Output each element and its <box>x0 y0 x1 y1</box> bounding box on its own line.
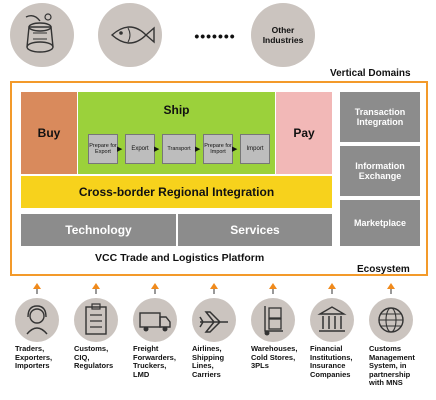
fish-industry-circle <box>98 3 162 67</box>
step-prepare-import: Prepare for Import <box>203 134 233 164</box>
ecosystem-icon-circle <box>133 298 177 342</box>
vertical-domains-title: Vertical Domains <box>330 68 411 79</box>
technology-box: Technology <box>21 214 176 246</box>
pay-box: Pay <box>276 92 332 174</box>
bank-icon <box>317 306 347 332</box>
truck-icon <box>139 312 171 332</box>
ecosystem-label: Airlines, Shipping Lines, Carriers <box>192 344 225 379</box>
ship-label: Ship <box>163 103 190 117</box>
globe-network-icon <box>378 307 404 333</box>
arrow-stem <box>390 289 392 294</box>
arrow-stem <box>154 289 156 294</box>
ellipsis-dots: ••••••• <box>194 28 236 44</box>
step-prepare-export: Prepare for Export <box>88 134 118 164</box>
step-export: Export <box>125 134 155 164</box>
arrow-stem <box>272 289 274 294</box>
arrow-right-icon: ▶ <box>195 146 201 153</box>
step-import: Import <box>240 134 270 164</box>
integration-label: Cross-border Regional Integration <box>78 185 275 199</box>
arrow-right-icon: ▶ <box>154 146 160 153</box>
arrow-stem <box>213 289 215 294</box>
information-exchange-box: Information Exchange <box>340 146 420 196</box>
ecosystem-icon-circle <box>192 298 236 342</box>
arrow-stem <box>331 289 333 294</box>
pay-label: Pay <box>293 126 315 140</box>
other-industries-circle: Other Industries <box>251 3 315 67</box>
ecosystem-label: Customs Management System, in partnershi… <box>369 344 415 387</box>
buy-box: Buy <box>21 92 77 174</box>
arrow-stem <box>36 289 38 294</box>
services-label: Services <box>230 223 280 237</box>
ecosystem-icon-circle <box>369 298 413 342</box>
up-arrow-icon <box>33 283 41 289</box>
ecosystem-icon-circle <box>74 298 118 342</box>
ecosystem-label: Financial Institutions, Insurance Compan… <box>310 344 353 379</box>
up-arrow-icon <box>151 283 159 289</box>
arrow-right-icon: ▶ <box>117 146 123 153</box>
up-arrow-icon <box>387 283 395 289</box>
up-arrow-icon <box>210 283 218 289</box>
ecosystem-label: Traders, Exporters, Importers <box>15 344 53 370</box>
transaction-integration-box: Transaction Integration <box>340 92 420 142</box>
food-can-industry-circle <box>10 3 74 67</box>
airplane-icon <box>199 311 228 333</box>
ecosystem-icon-circle <box>15 298 59 342</box>
platform-title: VCC Trade and Logistics Platform <box>95 252 265 264</box>
marketplace-box: Marketplace <box>340 200 420 246</box>
ecosystem-label: Warehouses, Cold Stores, 3PLs <box>251 344 298 370</box>
services-box: Services <box>178 214 332 246</box>
buy-label: Buy <box>37 126 61 140</box>
ecosystem-title: Ecosystem <box>357 264 410 275</box>
integration-box: Cross-border Regional Integration <box>21 176 332 208</box>
up-arrow-icon <box>92 283 100 289</box>
headset-person-icon <box>26 305 48 335</box>
other-industries-label: Other Industries <box>262 25 304 45</box>
ecosystem-label: Freight Forwarders, Truckers, LMD <box>133 344 176 379</box>
ecosystem-label: Customs, CIQ, Regulators <box>74 344 114 370</box>
arrow-right-icon: ▶ <box>232 146 238 153</box>
up-arrow-icon <box>269 283 277 289</box>
platform-frame <box>10 81 428 276</box>
clipboard-checklist-icon <box>85 303 107 335</box>
ecosystem-icon-circle <box>251 298 295 342</box>
arrow-stem <box>95 289 97 294</box>
fish-icon <box>110 26 155 44</box>
up-arrow-icon <box>328 283 336 289</box>
hand-truck-icon <box>264 306 283 336</box>
ecosystem-icon-circle <box>310 298 354 342</box>
technology-label: Technology <box>65 223 132 237</box>
food-can-icon <box>25 13 54 53</box>
step-transport: Transport <box>162 134 196 164</box>
